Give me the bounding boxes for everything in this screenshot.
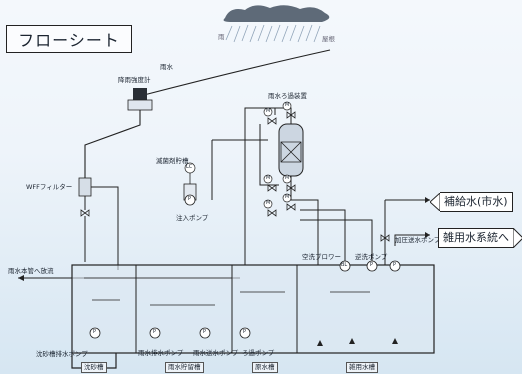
disinfectant-tank-label: 滅菌剤貯槽 (156, 157, 189, 165)
filter-pump-label: ろ過ポンプ (242, 349, 275, 357)
blower-symbol: BL (341, 262, 348, 268)
motor-valve-icon (282, 193, 292, 203)
pump-symbol: P (93, 329, 97, 335)
pump-symbol: P (153, 329, 157, 335)
rain-gauge-label: 降雨強度計 (118, 76, 151, 84)
pump-symbol: P (243, 329, 247, 335)
pressure-pump-label: 加圧送水ポンプ (395, 236, 441, 244)
pump-icon (89, 327, 101, 339)
valve-icon (267, 117, 277, 125)
pump-icon (239, 327, 251, 339)
tank-label: 雑用水槽 (346, 362, 378, 373)
grit-pump-label: 沈砂槽排水ポンプ (36, 350, 88, 358)
arrow-left-icon (430, 193, 440, 211)
injection-pump-label: 注入ポンプ (176, 214, 209, 222)
pump-symbol: P (203, 329, 207, 335)
blower-icon (339, 260, 351, 272)
roof-label: 屋根 (322, 35, 335, 43)
motor-valve-symbol: M (266, 108, 271, 114)
cloud-icon (223, 5, 330, 22)
tank-label: 雨水貯留槽 (165, 362, 204, 373)
pump-icon (199, 327, 211, 339)
pump-symbol: P (370, 262, 374, 268)
blower-label: 空洗ブロワー (302, 253, 341, 261)
rain-gauge-icon (133, 88, 147, 100)
motor-valve-symbol: M (266, 200, 271, 206)
storage-basin (71, 264, 435, 354)
motor-valve-icon (263, 199, 273, 209)
level-control-icon (184, 162, 196, 174)
valve-icon (380, 234, 390, 242)
makeup-water-callout: 補給水(市水) (430, 192, 513, 212)
pump-icon (149, 327, 161, 339)
transfer-pump-label: 雨水送水ポンプ (193, 349, 239, 357)
filter-vessel-icon (278, 123, 304, 177)
valve-icon (286, 111, 296, 119)
pump-symbol: P (393, 262, 397, 268)
wff-filter-icon (78, 177, 92, 197)
pump-icon (184, 194, 196, 206)
valve-icon (80, 209, 90, 217)
motor-valve-icon (263, 174, 273, 184)
motor-valve-symbol: M (266, 175, 271, 181)
rain-streaks (225, 24, 321, 43)
motor-valve-symbol: M (285, 102, 290, 108)
storage-drain-pump-label: 雨水排水ポンプ (138, 349, 184, 357)
wff-filter-label: WFFフィルター (26, 183, 73, 191)
motor-valve-icon (282, 101, 292, 111)
level-control-symbol: LC (186, 164, 193, 170)
filter-unit-label: 雨水ろ過装置 (268, 92, 307, 100)
pump-symbol: P (188, 196, 192, 202)
pump-icon (366, 260, 378, 272)
rain-label: 雨 (218, 33, 225, 41)
motor-valve-symbol: M (285, 194, 290, 200)
overflow-label: 雨水本管へ放流 (8, 267, 54, 275)
valve-icon (286, 184, 296, 192)
page-title: フローシート (6, 25, 132, 53)
makeup-water-label: 補給水(市水) (440, 192, 513, 212)
tank-label: 原水槽 (252, 362, 278, 373)
supply-water-callout: 雑用水系統へ (438, 228, 522, 248)
pump-icon (389, 260, 401, 272)
motor-valve-icon (282, 174, 292, 184)
backwash-pump-label: 逆洗ポンプ (355, 253, 388, 261)
valve-icon (267, 209, 277, 217)
arrow-right-icon (513, 228, 522, 248)
tank-label: 沈砂槽 (81, 362, 107, 373)
valve-icon (267, 184, 277, 192)
motor-valve-symbol: M (285, 175, 290, 181)
valve-icon (286, 203, 296, 211)
motor-valve-icon (263, 107, 273, 117)
rainwater-label: 雨水 (160, 63, 173, 71)
supply-water-label: 雑用水系統へ (438, 228, 513, 248)
water-surface (92, 291, 370, 306)
roof-line (139, 49, 331, 97)
downpipe (84, 110, 141, 178)
